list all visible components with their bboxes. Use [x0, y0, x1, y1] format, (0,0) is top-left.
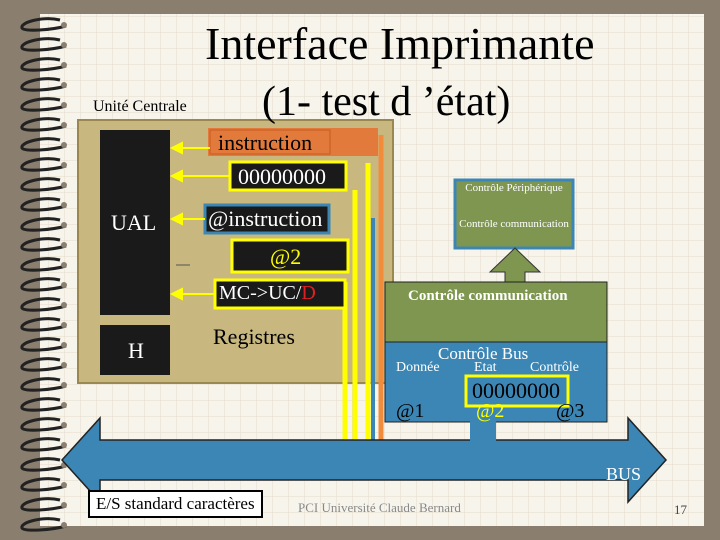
bus-connector	[470, 420, 496, 460]
spiral-hole	[61, 362, 67, 368]
controle-peripherique-box	[453, 178, 575, 250]
spiral-hole	[61, 62, 67, 68]
controle-communication-box	[384, 281, 608, 343]
unite-centrale-label: Unité Centrale	[93, 98, 187, 115]
spiral-hole	[61, 482, 67, 488]
spiral-coil	[20, 457, 67, 472]
spiral-hole	[61, 162, 67, 168]
title-line-2: (1- test d ’état)	[262, 79, 511, 125]
controle-peripherique-label: Contrôle Périphérique	[465, 182, 563, 194]
h-box	[100, 325, 170, 375]
spiral-coil	[20, 177, 67, 192]
data-register-value: 00000000	[238, 164, 326, 189]
mc-uc-suffix: D	[301, 282, 316, 304]
spiral-coil	[20, 277, 67, 292]
bus-label: BUS	[606, 464, 642, 484]
page-number: 17	[674, 502, 687, 517]
spiral-hole	[61, 262, 67, 268]
spiral-coil	[20, 317, 67, 332]
spiral-hole	[61, 382, 67, 388]
donnee-label: Donnée	[396, 360, 440, 375]
spiral-coil	[20, 97, 67, 112]
io-label: E/S standard caractères	[88, 490, 263, 518]
spiral-coil	[20, 337, 67, 352]
controle-bus-label: Contrôle Bus	[438, 344, 529, 363]
spiral-hole	[61, 102, 67, 108]
etat-label: Etat	[474, 360, 497, 375]
controle-communication-label: Contrôle communication	[408, 288, 568, 304]
controle-communication-small-label: Contrôle communication	[459, 218, 569, 230]
spiral-hole	[61, 282, 67, 288]
spiral-hole	[61, 242, 67, 248]
addr3-label: @3	[556, 400, 585, 422]
address2-value: @2	[270, 244, 302, 269]
spiral-coil	[20, 57, 67, 72]
address-instruction-value: @instruction	[208, 206, 323, 231]
spiral-hole	[61, 142, 67, 148]
spiral-coil	[20, 257, 67, 272]
spiral-hole	[61, 442, 67, 448]
addr1-label: @1	[396, 400, 425, 422]
bus-arrow	[60, 416, 668, 504]
spiral-hole	[61, 502, 67, 508]
spiral-coil	[20, 217, 67, 232]
spiral-coil	[20, 297, 67, 312]
spiral-coil	[20, 237, 67, 252]
spiral-coil	[20, 197, 67, 212]
spiral-hole	[61, 22, 67, 28]
controle-label: Contrôle	[530, 360, 579, 375]
register-arrows	[169, 141, 230, 301]
mc-uc-prefix: MC->UC/	[219, 282, 302, 304]
spiral-coil	[20, 517, 67, 532]
addr2-label: @2	[476, 400, 505, 422]
spiral-coil	[20, 37, 67, 52]
spiral-coil	[20, 377, 67, 392]
spiral-binding	[20, 17, 67, 532]
spiral-hole	[61, 422, 67, 428]
spiral-hole	[61, 322, 67, 328]
spiral-coil	[20, 397, 67, 412]
spiral-coil	[20, 497, 67, 512]
spiral-hole	[61, 302, 67, 308]
status-register	[464, 374, 570, 408]
title-line-1: Interface Imprimante	[205, 18, 595, 69]
registres-label: Registres	[213, 324, 295, 349]
spiral-hole	[61, 342, 67, 348]
ual-label: UAL	[111, 210, 157, 235]
spiral-hole	[61, 122, 67, 128]
spiral-coil	[20, 437, 67, 452]
spiral-coil	[20, 17, 67, 32]
spiral-hole	[61, 42, 67, 48]
h-label: H	[128, 338, 144, 363]
spiral-coil	[20, 357, 67, 372]
spiral-hole	[61, 202, 67, 208]
spiral-coil	[20, 417, 67, 432]
spiral-hole	[61, 522, 67, 528]
spiral-hole	[61, 222, 67, 228]
status-value: 00000000	[472, 378, 560, 403]
mc-uc-value: MC->UC/D	[219, 282, 316, 305]
spiral-coil	[20, 137, 67, 152]
ual-box	[100, 130, 170, 315]
spiral-hole	[61, 402, 67, 408]
address2-register	[230, 238, 350, 274]
spiral-hole	[61, 182, 67, 188]
spiral-coil	[20, 477, 67, 492]
instruction-register-label: instruction	[218, 130, 313, 155]
spiral-hole	[61, 82, 67, 88]
spiral-coil	[20, 77, 67, 92]
spiral-coil	[20, 157, 67, 172]
footer-text: PCI Université Claude Bernard	[298, 500, 461, 515]
spiral-coil	[20, 117, 67, 132]
